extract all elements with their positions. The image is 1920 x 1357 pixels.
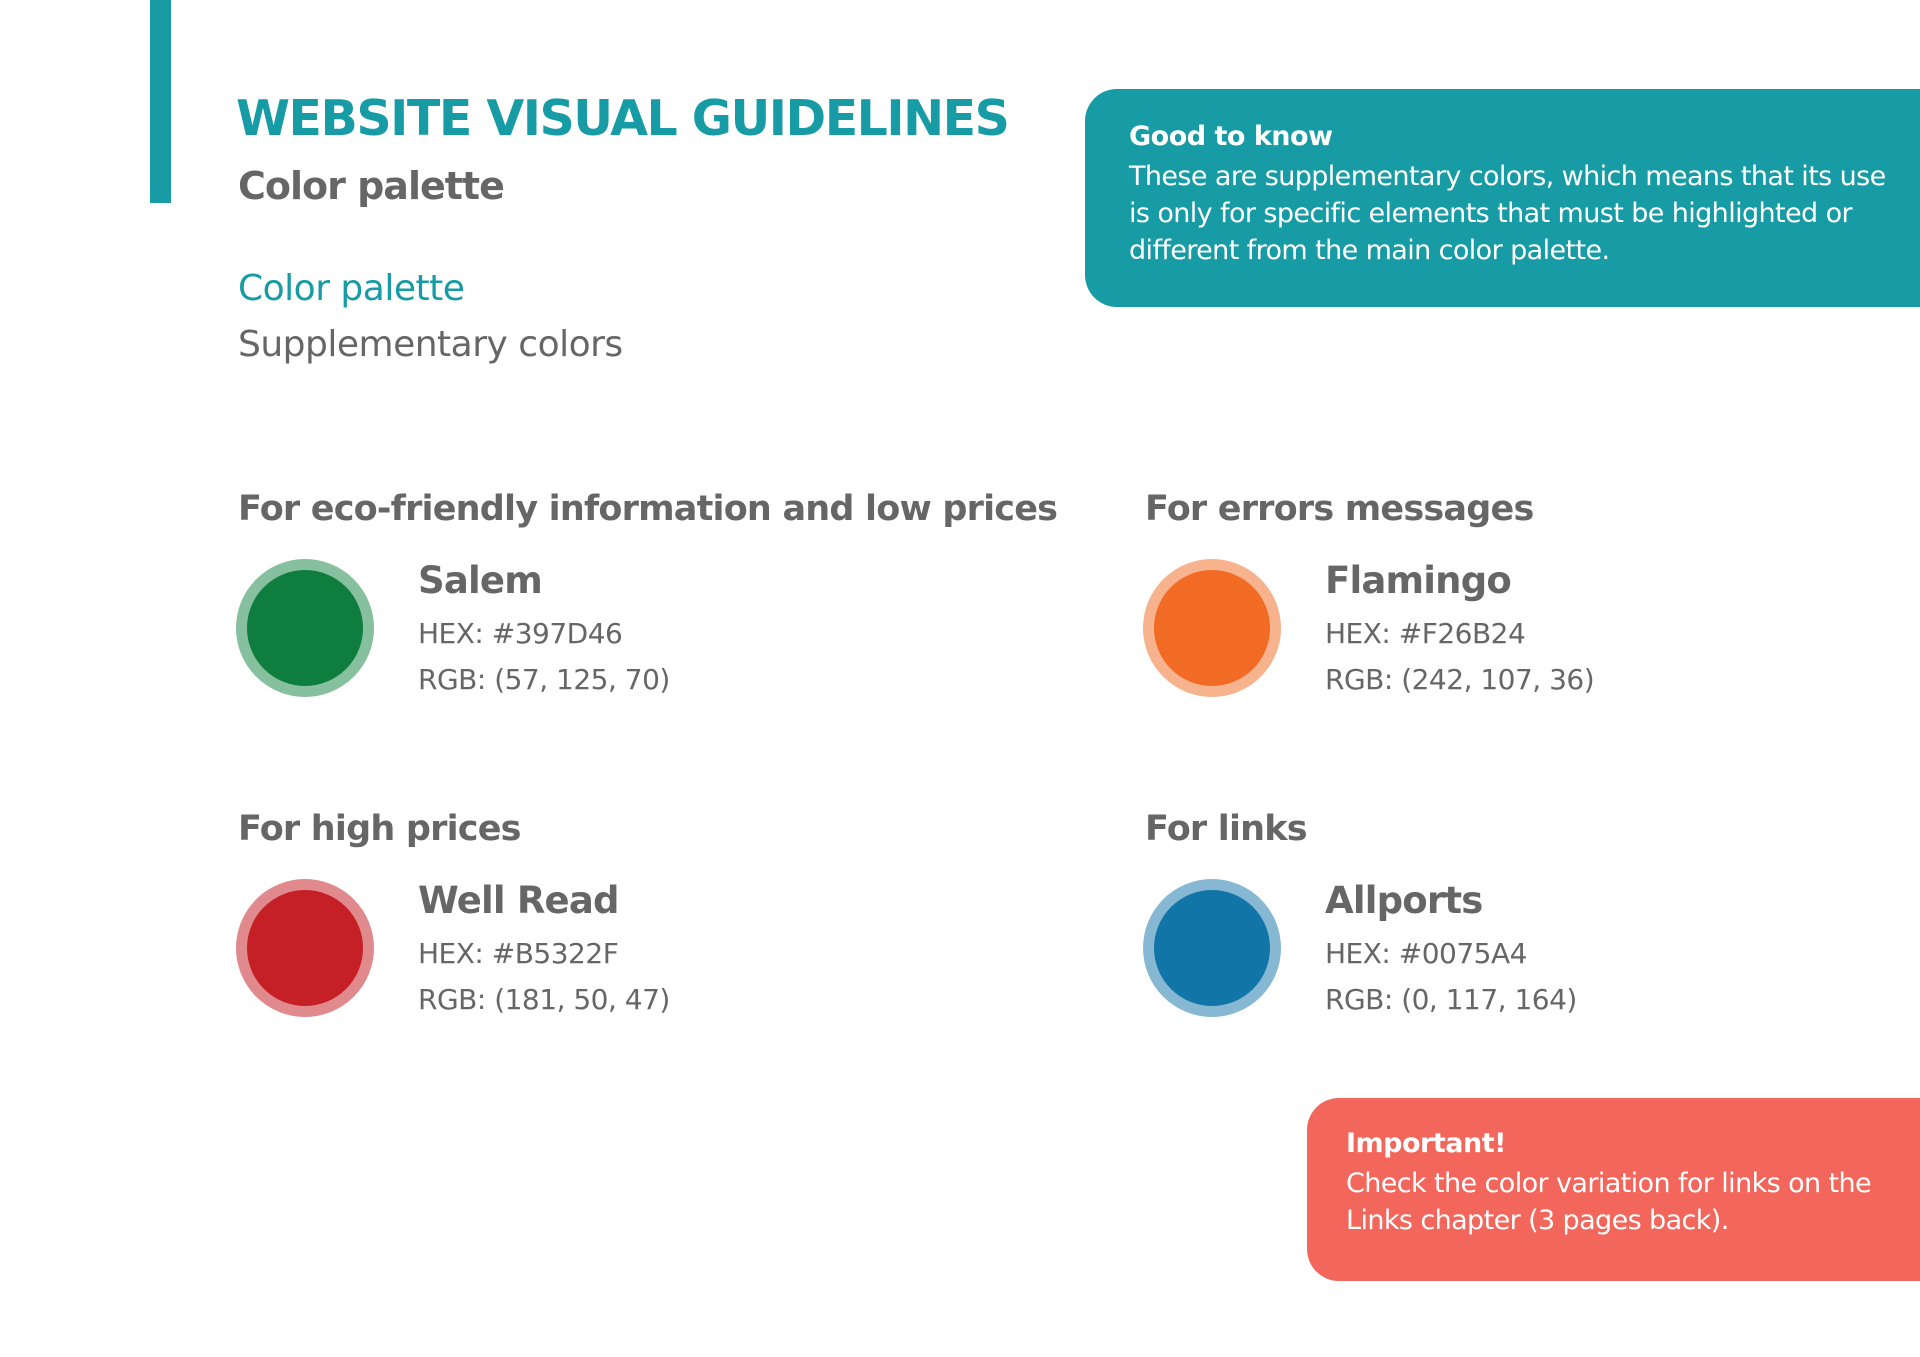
callout-heading: Good to know: [1129, 121, 1333, 152]
color-hex: HEX: #F26B24: [1325, 617, 1526, 650]
color-swatch-circle: [236, 879, 374, 1017]
color-hex: HEX: #0075A4: [1325, 937, 1527, 970]
color-swatch-circle: [236, 559, 374, 697]
color-name: Flamingo: [1325, 559, 1512, 602]
callout-body: Check the color variation for links on t…: [1346, 1168, 1872, 1236]
usage-heading: For eco-friendly information and low pri…: [238, 489, 1058, 529]
accent-bar: [150, 0, 171, 203]
usage-heading: For errors messages: [1145, 489, 1534, 529]
callout-heading: Important!: [1346, 1128, 1506, 1159]
color-swatch-circle: [1143, 559, 1281, 697]
color-hex: HEX: #B5322F: [418, 937, 619, 970]
page-subtitle: Color palette: [238, 164, 505, 208]
important-callout: Important! Check the color variation for…: [1307, 1098, 1920, 1281]
breadcrumb-section[interactable]: Color palette: [238, 268, 465, 309]
color-rgb: RGB: (242, 107, 36): [1325, 663, 1595, 696]
usage-heading: For high prices: [238, 809, 521, 849]
color-name: Allports: [1325, 879, 1483, 922]
color-hex: HEX: #397D46: [418, 617, 623, 650]
color-name: Salem: [418, 559, 543, 602]
page-title: WEBSITE VISUAL GUIDELINES: [236, 90, 1010, 147]
callout-body: These are supplementary colors, which me…: [1129, 161, 1886, 266]
usage-heading: For links: [1145, 809, 1308, 849]
color-name: Well Read: [418, 879, 619, 922]
color-rgb: RGB: (181, 50, 47): [418, 983, 670, 1016]
color-swatch-circle: [1143, 879, 1281, 1017]
color-rgb: RGB: (57, 125, 70): [418, 663, 670, 696]
color-rgb: RGB: (0, 117, 164): [1325, 983, 1577, 1016]
good-to-know-callout: Good to know These are supplementary col…: [1085, 89, 1920, 307]
breadcrumb-subsection: Supplementary colors: [238, 324, 623, 365]
